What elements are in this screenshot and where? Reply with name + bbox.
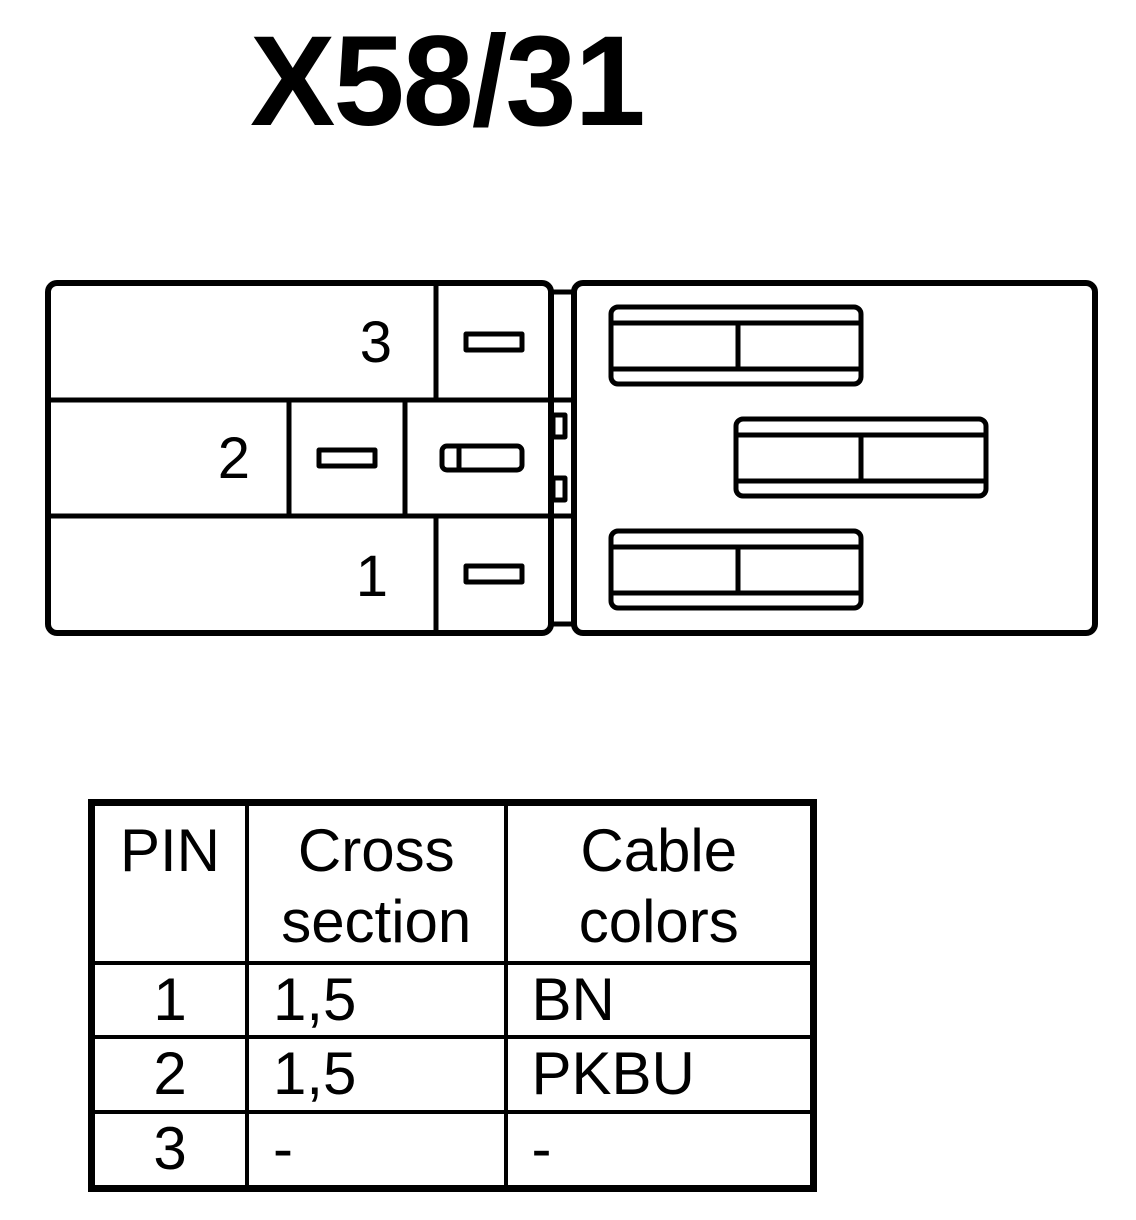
cell-cross-section: 1,5 bbox=[245, 1035, 508, 1115]
latch-top bbox=[550, 412, 568, 440]
connector-hinge bbox=[548, 289, 577, 627]
cell-pin: 1 bbox=[89, 960, 249, 1040]
cell-cable-color: BN bbox=[503, 960, 816, 1040]
cell-pin: 2 bbox=[89, 1035, 249, 1115]
contact-2 bbox=[733, 416, 989, 499]
table-row: 1 1,5 BN bbox=[89, 960, 816, 1040]
pin-label-2: 2 bbox=[218, 426, 250, 491]
table-header-row: PIN Cross section Cable colors bbox=[89, 800, 816, 965]
pin-slot-2-a bbox=[316, 447, 378, 469]
cell-cross-section: - bbox=[245, 1110, 508, 1191]
header-pin: PIN bbox=[89, 800, 249, 965]
pin-label-1: 1 bbox=[356, 544, 388, 609]
cell-cable-color: - bbox=[503, 1110, 816, 1191]
cell-cross-section: 1,5 bbox=[245, 960, 508, 1040]
pin-slot-1 bbox=[463, 563, 525, 585]
connector-diagram: 3 2 1 bbox=[45, 280, 1098, 636]
contact-3 bbox=[608, 304, 864, 387]
latch-bottom bbox=[550, 475, 568, 503]
pin-label-3: 3 bbox=[360, 310, 392, 375]
pin-slot-2-b bbox=[439, 443, 525, 473]
header-cable-colors: Cable colors bbox=[503, 800, 816, 965]
table-row: 3 - - bbox=[89, 1110, 816, 1191]
connector-title: X58/31 bbox=[250, 10, 646, 153]
cell-cable-color: PKBU bbox=[503, 1035, 816, 1115]
header-cross-section: Cross section bbox=[245, 800, 508, 965]
contact-1 bbox=[608, 528, 864, 611]
connector-right-housing bbox=[571, 280, 1098, 636]
cell-pin: 3 bbox=[89, 1110, 249, 1191]
pin-assignment-table: PIN Cross section Cable colors 1 1,5 BN … bbox=[88, 799, 817, 1192]
pin-slot-3 bbox=[463, 331, 525, 353]
table-row: 2 1,5 PKBU bbox=[89, 1035, 816, 1115]
